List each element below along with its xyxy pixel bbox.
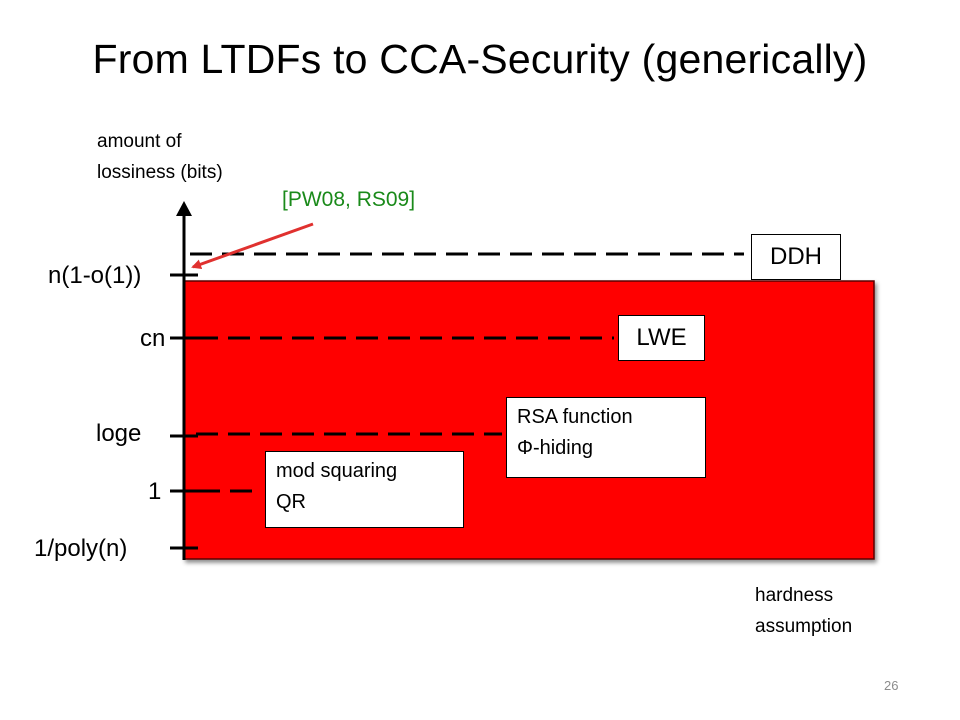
assumption-label: RSA function <box>517 406 633 428</box>
assumption-label: Φ-hiding <box>517 437 593 459</box>
x-axis-title-line: assumption <box>755 616 853 637</box>
assumption-label: mod squaring <box>276 460 398 482</box>
x-axis-title-line: hardness <box>755 585 834 606</box>
assumption-box-ddh: DDH <box>751 234 841 280</box>
y-tick-label: 1/poly(n) <box>34 535 128 562</box>
assumption-label: LWE <box>636 324 687 351</box>
y-tick-label: 1 <box>148 478 162 505</box>
assumption-box-lwe: LWE <box>618 315 705 361</box>
citation-label: [PW08, RS09] <box>282 188 416 211</box>
y-tick-label: cn <box>140 325 166 352</box>
y-axis-title: amount of lossiness (bits) <box>97 126 223 188</box>
y-axis-title-line: lossiness (bits) <box>97 162 223 183</box>
y-axis-arrowhead-icon <box>176 201 192 216</box>
assumption-box-mod-squaring: mod squaring QR <box>265 451 464 528</box>
slide-title: From LTDFs to CCA-Security (generically) <box>92 36 868 82</box>
assumption-label: QR <box>276 491 306 513</box>
page-number: 26 <box>884 678 899 693</box>
citation-pointer-arrow <box>191 222 314 270</box>
y-axis-title-line: amount of <box>97 131 182 152</box>
assumption-label: DDH <box>770 243 822 270</box>
x-axis-title: hardness assumption <box>755 580 852 642</box>
y-tick-label: loge <box>96 420 142 447</box>
y-tick-label: n(1-o(1)) <box>48 262 142 289</box>
assumption-box-rsa: RSA function Φ-hiding <box>506 397 706 478</box>
